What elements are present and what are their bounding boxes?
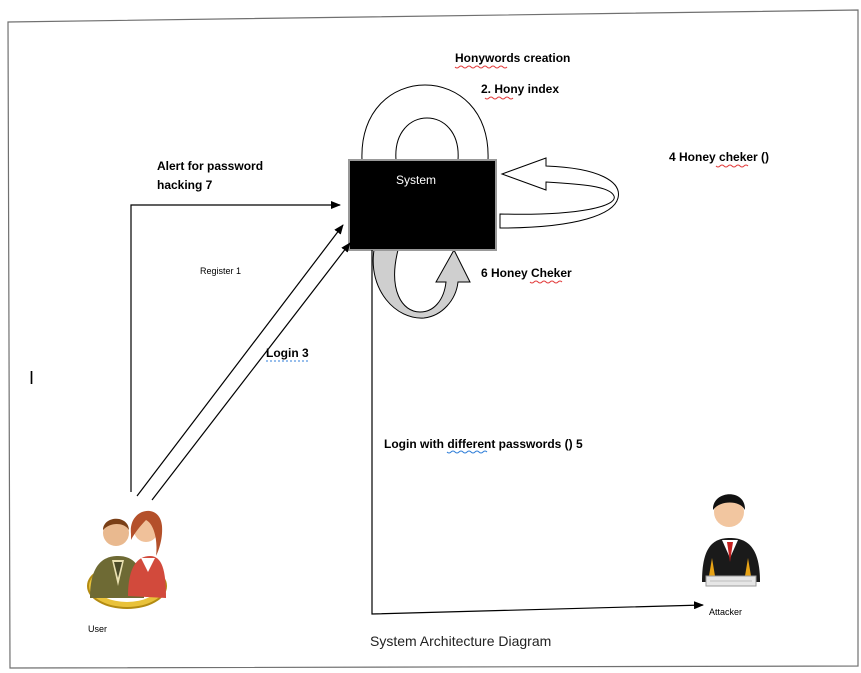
stray-text-mark: I (29, 368, 35, 388)
user-label: User (88, 624, 108, 634)
hony-index-label: 2. Hony index (481, 82, 560, 96)
alert-label-line1: Alert for password (157, 159, 264, 173)
honeywords-creation-loop (361, 84, 489, 161)
diagram-caption: System Architecture Diagram (370, 633, 552, 649)
register-arrow (136, 224, 344, 497)
register-label: Register 1 (200, 266, 242, 276)
system-box (348, 159, 497, 251)
honey-checker-6-label: 6 Honey Cheker (481, 266, 572, 280)
attacker-icon (702, 494, 760, 587)
honey-checker-loop-bottom (372, 248, 471, 319)
page-frame (7, 9, 859, 669)
honeywords-creation-label: Honywords creation (455, 51, 571, 65)
grammar-underlines (266, 360, 488, 454)
honey-checker-4-label: 4 Honey cheker () (669, 150, 770, 164)
alert-label-line2: hacking 7 (157, 178, 213, 192)
honey-checker-loop-right (499, 157, 619, 229)
login-arrow (151, 242, 351, 501)
user-icon (87, 510, 167, 609)
attacker-login-label: Login with different passwords () 5 (384, 437, 583, 451)
attacker-login-arrow (371, 250, 704, 615)
login-label: Login 3 (266, 346, 309, 360)
alert-arrow (130, 201, 341, 492)
spellcheck-underlines (454, 65, 749, 284)
attacker-label: Attacker (709, 607, 743, 617)
system-label: System (396, 173, 437, 187)
